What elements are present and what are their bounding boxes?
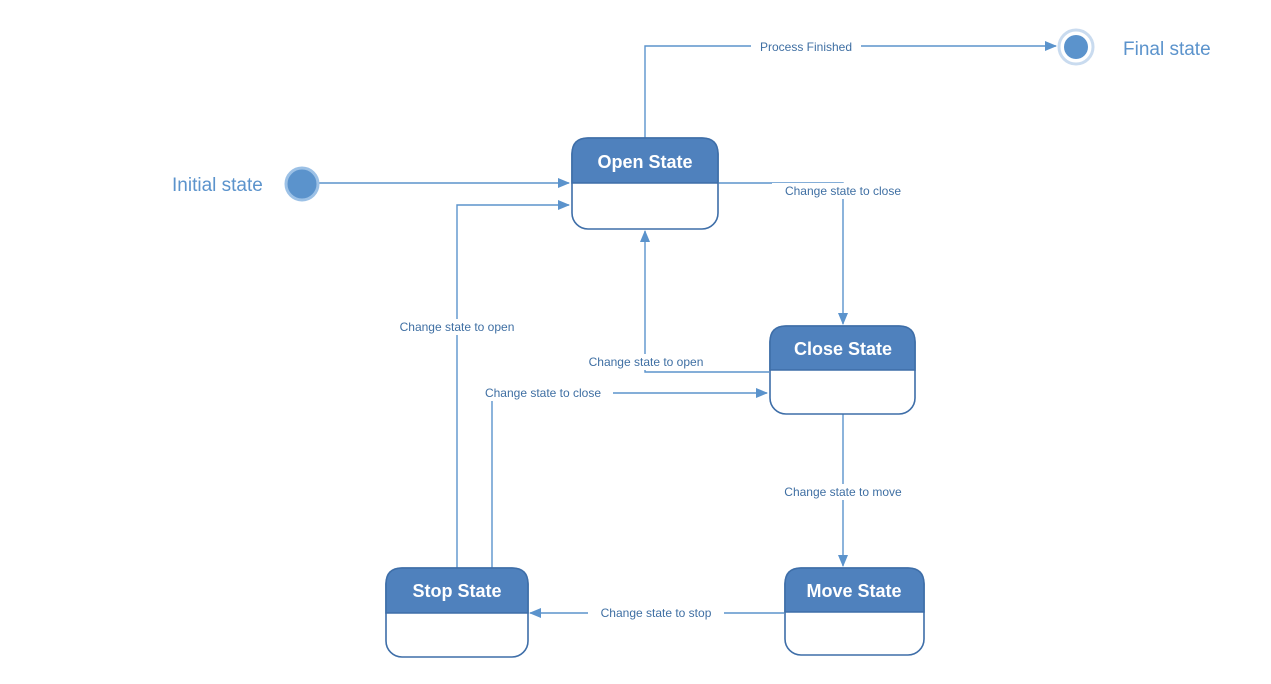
close-state: Close State — [769, 325, 916, 415]
final-state-label: Final state — [1123, 39, 1211, 60]
initial-state-label: Initial state — [172, 175, 263, 196]
label-close-to-move: Change state to move — [784, 485, 902, 499]
label-close-to-open: Change state to open — [589, 355, 704, 369]
edge-close-to-open — [640, 230, 769, 373]
label-open-to-close: Change state to close — [785, 184, 901, 198]
edge-stop-to-close — [491, 388, 768, 568]
edge-stop-to-open — [456, 200, 570, 568]
final-state-node — [1064, 35, 1088, 59]
open-state: Open State — [571, 137, 719, 230]
stop-state: Stop State — [385, 567, 529, 658]
edge-open-to-final — [644, 41, 1057, 138]
stop-state-title: Stop State — [412, 581, 501, 601]
edge-open-to-close — [719, 182, 848, 325]
label-move-to-stop: Change state to stop — [601, 606, 712, 620]
label-process-finished: Process Finished — [760, 40, 852, 54]
open-state-title: Open State — [597, 152, 692, 172]
move-state: Move State — [784, 567, 925, 656]
initial-state-node — [284, 166, 320, 202]
move-state-title: Move State — [806, 581, 901, 601]
close-state-title: Close State — [794, 339, 892, 359]
label-stop-to-open: Change state to open — [400, 320, 515, 334]
label-stop-to-close: Change state to close — [485, 386, 601, 400]
